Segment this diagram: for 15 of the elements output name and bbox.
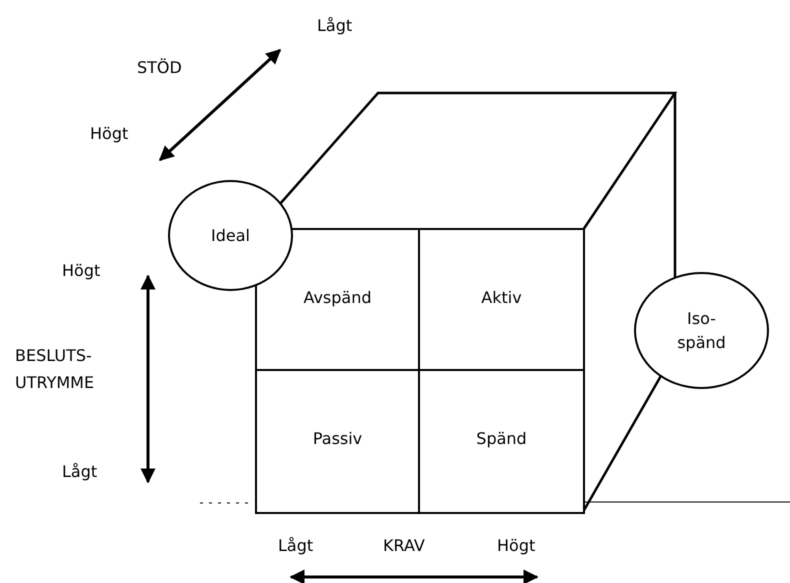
- axis-label: STÖD: [137, 57, 182, 79]
- quadrant-cell: Aktiv: [418, 228, 585, 371]
- axis-label: Lågt: [62, 461, 98, 483]
- axis-label: BESLUTS- UTRYMME: [15, 345, 96, 394]
- ideal-circle: Ideal: [168, 180, 293, 291]
- quadrant-cell: Avspänd: [255, 228, 420, 371]
- axis-label: Högt: [497, 535, 536, 557]
- iso-circle: Iso- spänd: [634, 272, 769, 389]
- quadrant-cell: Passiv: [255, 369, 420, 514]
- axis-label: KRAV: [383, 535, 425, 557]
- quadrant-cell: Spänd: [418, 369, 585, 514]
- axis-label: Lågt: [317, 15, 352, 37]
- axis-label: Högt: [90, 123, 128, 145]
- axis-label: Lågt: [278, 535, 314, 557]
- axis-label: Högt: [62, 260, 100, 282]
